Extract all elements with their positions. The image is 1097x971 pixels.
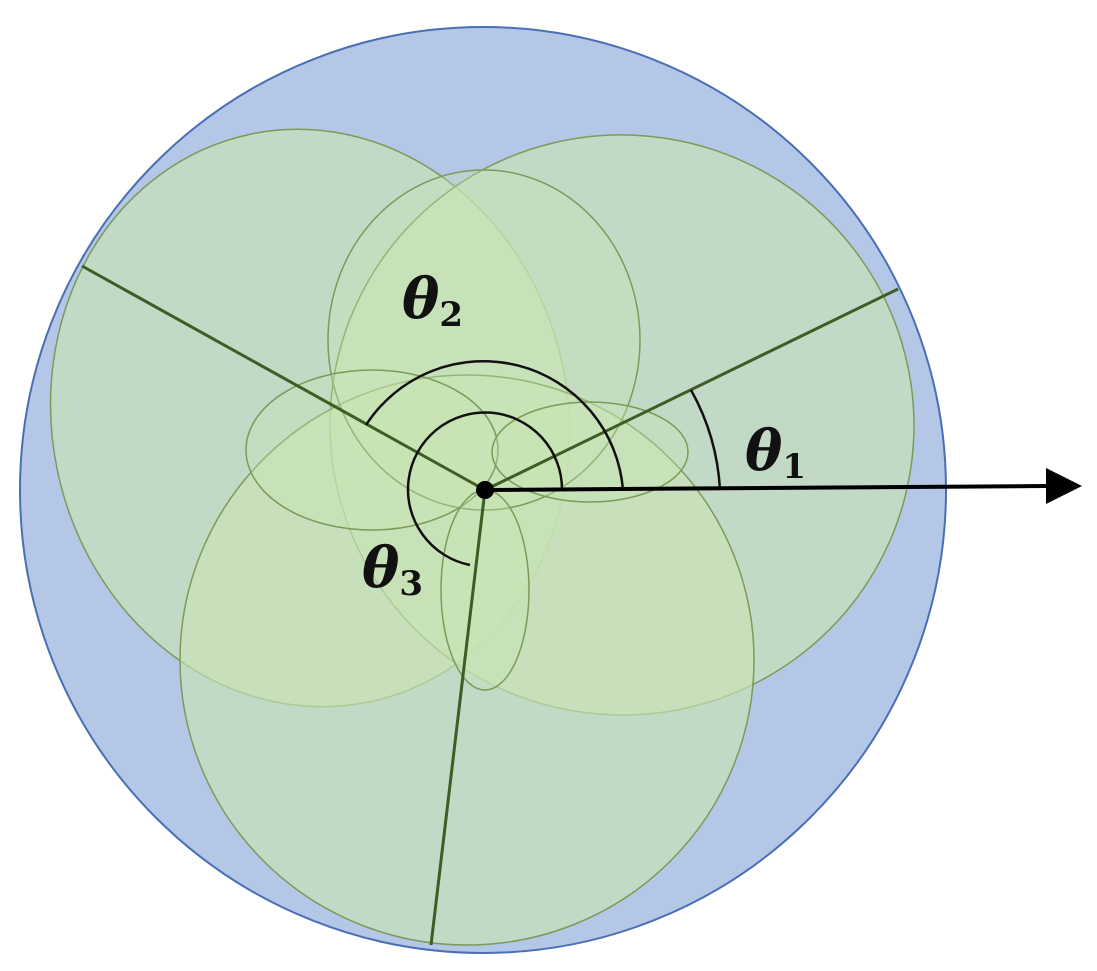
theta2-arc xyxy=(364,360,625,491)
small-lobes xyxy=(245,169,689,691)
sector-line-3 xyxy=(429,489,487,946)
theta1-subscript: 1 xyxy=(782,447,806,487)
reference-axis xyxy=(484,468,1082,504)
large-lobes xyxy=(49,128,915,946)
theta2-label: θ2 xyxy=(402,266,463,335)
origin-point xyxy=(476,481,494,499)
theta2-subscript: 2 xyxy=(439,295,463,335)
theta3-arc xyxy=(406,411,564,567)
lobe-bottom xyxy=(179,374,755,946)
angle-arcs xyxy=(364,360,722,567)
small-lobe-bottom xyxy=(440,489,530,691)
arrowhead-icon xyxy=(1046,468,1082,504)
small-lobe-right xyxy=(491,401,689,503)
reference-axis-line xyxy=(484,484,1047,492)
theta1-arc xyxy=(689,389,722,491)
theta3-label: θ3 xyxy=(362,535,423,604)
theta3-subscript: 3 xyxy=(399,564,423,604)
small-lobe-left xyxy=(245,369,499,531)
theta1-label: θ1 xyxy=(745,418,806,487)
